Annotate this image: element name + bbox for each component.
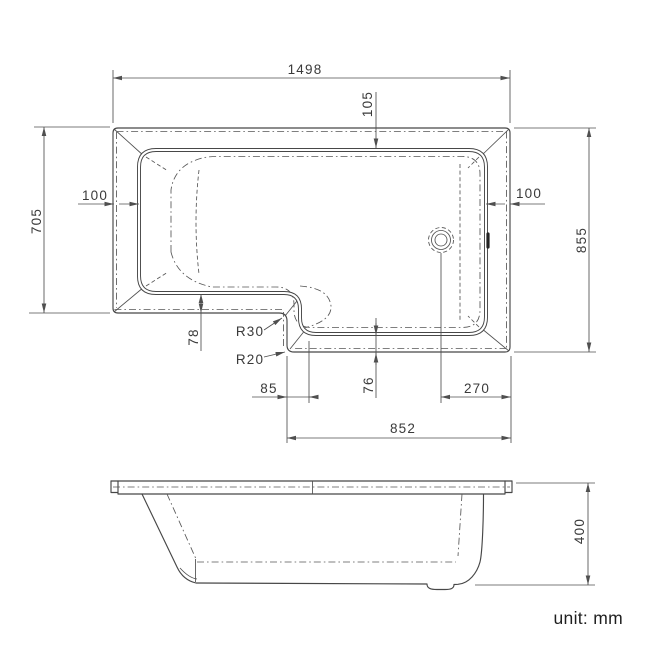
dim-step-radius-inner: R20: [236, 351, 286, 367]
bowl-edge: [137, 148, 488, 336]
dim-rim-bottom-left: 78: [186, 294, 204, 351]
dim-overall-length: 1498: [112, 62, 511, 123]
drain: [428, 227, 454, 253]
dim-overall-width-left: 705: [29, 126, 110, 314]
outer-rim-outline: [112, 127, 511, 353]
dim-label-400: 400: [572, 518, 587, 544]
dim-height: 400: [475, 482, 595, 586]
tub-body-hidden-lines: [166, 493, 463, 582]
dim-label-100-left: 100: [82, 188, 108, 203]
unit-label: unit: mm: [554, 608, 624, 628]
dim-label-r30: R30: [236, 324, 264, 339]
dim-label-100-right: 100: [516, 186, 542, 201]
dim-rim-left: 100: [78, 188, 139, 207]
dim-step-offset: 85: [252, 341, 319, 443]
dim-label-852: 852: [390, 421, 416, 436]
dim-label-705: 705: [29, 208, 44, 234]
corner-slope-lines: [113, 128, 510, 352]
dim-label-78: 78: [186, 328, 201, 345]
dim-shower-end-length: 852: [287, 421, 511, 441]
dim-step-radius-outer: R30: [236, 317, 283, 339]
side-view: 400: [110, 480, 595, 591]
bowl-floor-contours: [145, 156, 481, 329]
dim-label-855: 855: [574, 227, 589, 253]
rim-hidden-line: [113, 131, 507, 349]
top-view: 1498 105 705 100 100 855: [29, 62, 596, 443]
dim-drain-to-edge: 270: [440, 253, 512, 443]
dim-label-1498: 1498: [288, 62, 323, 77]
dim-label-76: 76: [361, 376, 376, 393]
dim-rim-right: 100: [486, 186, 545, 207]
tub-body-profile: [141, 493, 485, 591]
rim-profile: [110, 480, 513, 495]
dim-rim-top: 105: [360, 91, 379, 148]
dim-label-105: 105: [360, 91, 375, 117]
dim-rim-bottom-right: 76: [361, 318, 379, 398]
dim-label-85: 85: [260, 381, 277, 396]
dim-label-r20: R20: [236, 352, 264, 367]
dim-label-270: 270: [464, 381, 490, 396]
dim-overall-width-right: 855: [514, 127, 596, 353]
